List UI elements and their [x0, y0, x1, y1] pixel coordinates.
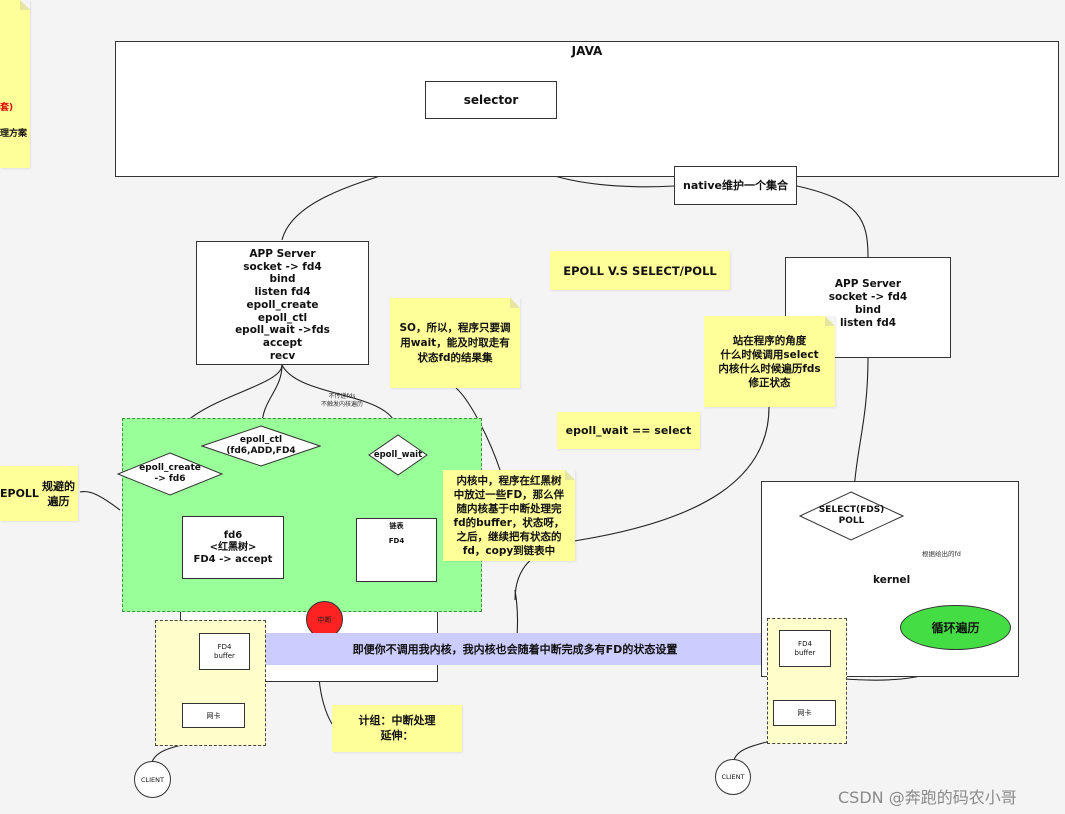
note-fold-icon	[510, 298, 520, 308]
epoll-ctl-diamond	[201, 425, 321, 467]
left-note-line1: 套)	[0, 103, 14, 113]
server-line: APP Server	[834, 278, 902, 290]
native-to-right-server-line	[796, 185, 869, 258]
server-line: bind	[269, 273, 296, 286]
left-note-line2: 理方案	[0, 129, 28, 139]
perspective-note: 站在程序的角度 什么时候调用select 内核什么时候遍历fds 修正状态	[704, 316, 835, 407]
epoll-avoid-traverse-note: EPOLL 规避的遍历	[0, 466, 78, 521]
left-edge-note: 套) 理方案	[0, 0, 30, 168]
app-server-left: APP Server socket -> fd4 bind listen fd4…	[196, 241, 369, 365]
server-line: listen fd4	[839, 317, 897, 329]
server-line: socket -> fd4	[828, 291, 908, 303]
server-line: epoll_wait ->fds	[235, 324, 330, 337]
right-nic: 网卡	[773, 700, 836, 726]
epoll-note-line1: EPOLL	[0, 487, 39, 500]
no-fds-note: 不传递fds 不触发内核遍历	[320, 393, 363, 408]
epoll-create-diamond	[117, 452, 223, 496]
epoll-wait-equals-select-note: epoll_wait == select	[557, 412, 700, 449]
app-server-right: APP Server socket -> fd4 bind listen fd4	[785, 257, 951, 358]
selector-box: selector	[425, 81, 557, 119]
right-client: CLIENT	[715, 759, 751, 795]
traverse-fd-label: 根据给出的fd	[922, 550, 961, 558]
note-fold-icon	[825, 316, 835, 326]
note-fold-icon	[20, 0, 30, 10]
epoll-note-line2: 规避的遍历	[41, 479, 75, 508]
epoll-vs-select-note: EPOLL V.S SELECT/POLL	[550, 251, 730, 290]
java-panel: JAVA	[115, 41, 1059, 177]
server-line: APP Server	[249, 248, 316, 260]
server-line: epoll_ctl	[257, 311, 308, 324]
so-note-text: SO，所以，程序只要调 用wait，能及时取走有 状态fd的结果集	[399, 321, 511, 364]
epoll-wait-diamond	[368, 434, 428, 476]
interrupt-circle: 中断	[306, 601, 343, 638]
java-title: JAVA	[571, 44, 603, 58]
ready-list-box: 链表 FD4	[356, 518, 437, 582]
kernel-note-text: 内核中，程序在红黑树 中放过一些FD，那么伴 随内核基于中断处理完 fd的buf…	[453, 474, 565, 557]
native-box: native 维护一个集合	[674, 166, 797, 205]
server-line: socket -> fd4	[243, 260, 322, 273]
epoll-create-label: epoll_create -> fd6	[139, 463, 201, 484]
interrupt-bar: 即便你不调用我内核，我内核也会随着中断完成多有FD的状态设置	[258, 633, 772, 665]
server-line: listen fd4	[254, 286, 311, 299]
left-fd4-buffer: FD4 buffer	[199, 633, 250, 670]
note-fold-icon	[565, 470, 575, 480]
right-fd4-buffer: FD4 buffer	[779, 630, 831, 667]
left-client: CLIENT	[134, 761, 171, 798]
ready-list-item: FD4	[388, 537, 405, 545]
epoll-wait-label: epoll_wait	[373, 450, 423, 460]
server-line: epoll_create	[246, 298, 319, 311]
kernel-redblack-note: 内核中，程序在红黑树 中放过一些FD，那么伴 随内核基于中断处理完 fd的buf…	[443, 470, 575, 561]
csdn-watermark: CSDN @奔跑的码农小哥	[838, 788, 1017, 807]
ready-list-title: 链表	[389, 522, 404, 530]
so-note: SO，所以，程序只要调 用wait，能及时取走有 状态fd的结果集	[390, 298, 520, 388]
server-to-ctl-line	[261, 364, 283, 427]
interrupt-handling-note: 计组：中断处理 延伸：	[332, 705, 462, 752]
select-poll-label: SELECT(FDS) POLL	[818, 505, 885, 526]
server-line: recv	[269, 349, 296, 362]
epoll-ctl-label: epoll_ctl (fd6,ADD,FD4	[226, 435, 296, 456]
native-line1: native	[683, 179, 722, 192]
left-nic: 网卡	[182, 703, 245, 728]
kernel-label: kernel	[873, 574, 911, 586]
native-line2: 维护一个集合	[721, 179, 788, 192]
fd6-red-black-tree-box: fd6 <红黑树> FD4 -> accept	[182, 516, 284, 579]
loop-traverse-ellipse: 循环遍历	[900, 605, 1011, 650]
server-line: bind	[854, 304, 882, 316]
select-poll-diamond	[799, 491, 904, 541]
perspective-note-text: 站在程序的角度 什么时候调用select 内核什么时候遍历fds 修正状态	[718, 334, 821, 389]
server-line: accept	[262, 336, 303, 349]
